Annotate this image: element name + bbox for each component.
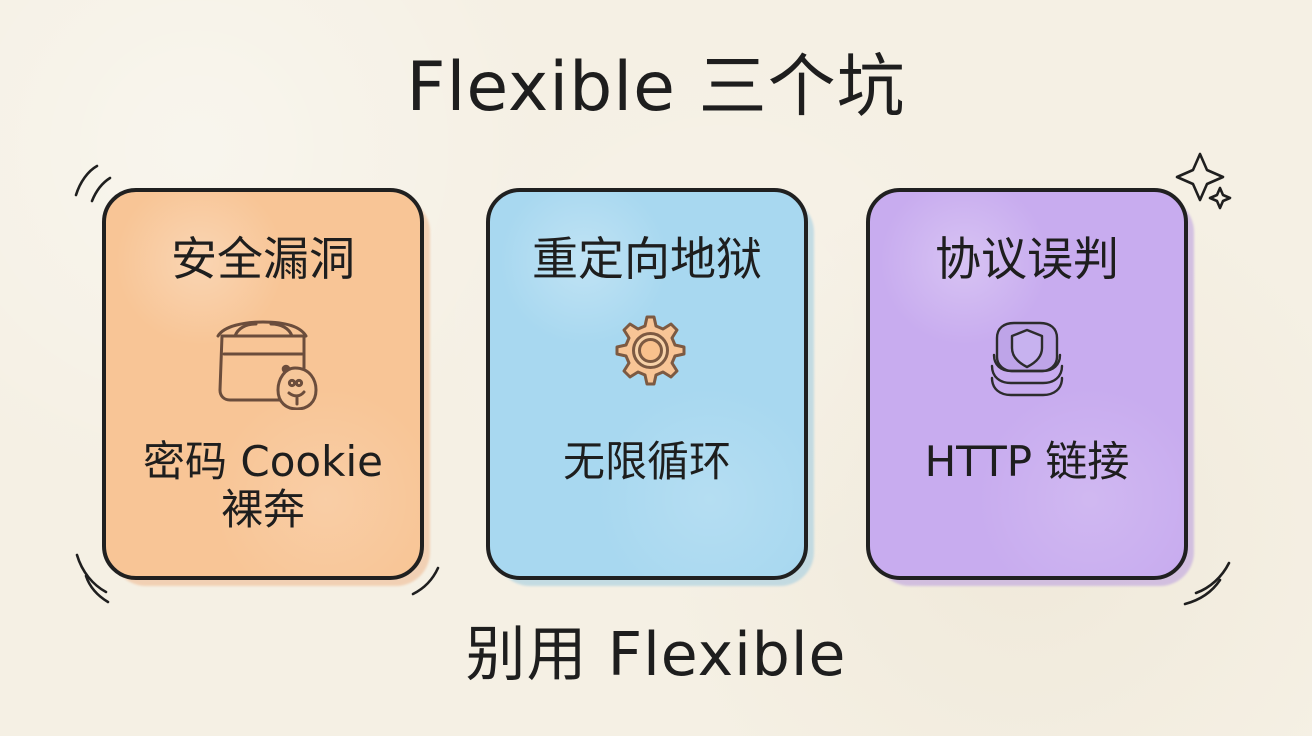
protocol-card-wrap: 协议误判 HTTP 链接: [866, 188, 1204, 598]
gear-icon: [615, 315, 686, 386]
redirect-card-description-line-1: 无限循环: [562, 437, 731, 486]
security-card-title: 安全漏洞: [171, 232, 355, 286]
protocol-card-title: 协议误判: [935, 232, 1119, 286]
shield-stack-icon: [990, 321, 1064, 397]
redirect-card-wrap: 重定向地狱 无限循环: [486, 188, 824, 598]
security-card-wrap: 安全漏洞 密码 Cookie 裸奔: [102, 188, 440, 598]
footer-text: 别用 Flexible: [465, 620, 847, 690]
bag-egg-icon: [216, 320, 318, 410]
redirect-card-title: 重定向地狱: [532, 232, 762, 286]
redirect-card: 重定向地狱 无限循环: [486, 188, 808, 580]
page-title: Flexible 三个坑: [406, 48, 906, 127]
protocol-card-description-line-1: HTTP 链接: [924, 437, 1130, 486]
security-card-description-line-1: 密码 Cookie: [143, 437, 383, 486]
security-card: 安全漏洞 密码 Cookie 裸奔: [102, 188, 424, 580]
protocol-card: 协议误判 HTTP 链接: [866, 188, 1188, 580]
security-card-description-line-2: 裸奔: [220, 485, 305, 534]
